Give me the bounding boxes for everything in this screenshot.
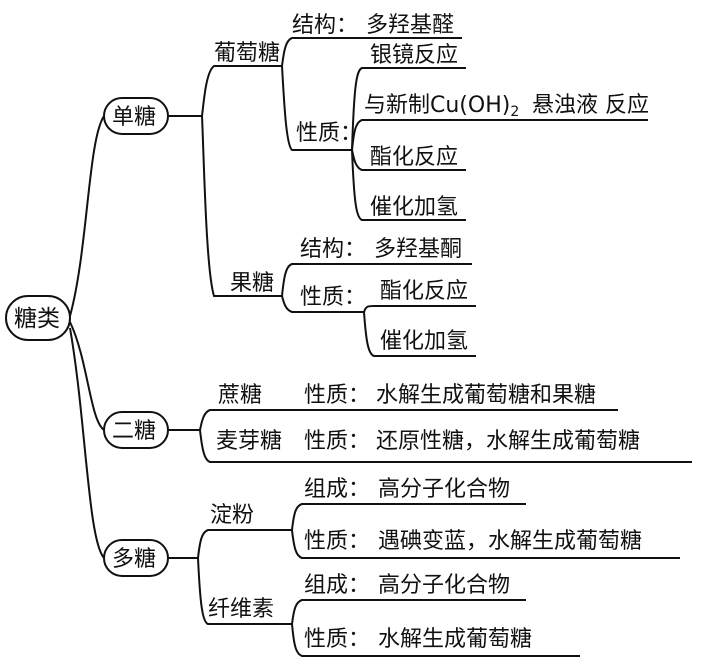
starch-property-label: 性质：: [304, 529, 370, 554]
cellulose-property-line: [291, 623, 580, 657]
mono-label: 单糖: [112, 105, 156, 130]
glucose-structure-line: [281, 37, 462, 67]
di-label: 二糖: [112, 419, 156, 444]
glucose-prop-branch-4: [351, 149, 466, 221]
glucose-structure-value: 多羟基醛: [366, 13, 454, 38]
poly-label: 多糖: [112, 547, 156, 572]
cellulose-composition-line: [291, 599, 526, 625]
sucrose-line: [199, 409, 618, 431]
fructose-structure-value: 多羟基酮: [374, 237, 462, 262]
branch-root-poly: [69, 327, 105, 559]
fructose-prop-branch-1: [363, 305, 476, 313]
fructose-prop-hydrogenation: 催化加氢: [380, 329, 468, 354]
fructose-property-line: [281, 295, 364, 313]
starch-composition-label: 组成：: [304, 477, 370, 502]
glucose-prop-cuoh2-prefix: 与新制: [364, 93, 430, 118]
cellulose-composition-label: 组成：: [304, 573, 370, 598]
sucrose-property-value: 水解生成葡萄糖和果糖: [376, 383, 596, 408]
sucrose-label: 蔗糖: [218, 383, 262, 408]
glucose-prop-cuoh2-formula: Cu(OH)2: [430, 93, 519, 120]
starch-branch-line: [197, 529, 292, 559]
fructose-prop-esterification: 酯化反应: [380, 279, 468, 304]
glucose-property-line: [281, 65, 352, 151]
glucose-prop-cuoh2-suffix: 悬浊液 反应: [532, 93, 649, 118]
fructose-structure-line: [281, 263, 472, 297]
branch-root-di: [69, 321, 105, 431]
sucrose-property-label: 性质：: [304, 383, 370, 408]
glucose-property-label: 性质：: [296, 121, 362, 146]
glucose-prop-branch-2: [351, 119, 648, 151]
glucose-prop-silver-mirror: 银镜反应: [370, 43, 458, 68]
fructose-label: 果糖: [230, 271, 274, 296]
fructose-branch-line: [201, 115, 282, 297]
root-label: 糖类: [14, 306, 60, 332]
glucose-label: 葡萄糖: [214, 41, 280, 66]
cellulose-property-value: 水解生成葡萄糖: [378, 627, 532, 652]
glucose-prop-hydrogenation: 催化加氢: [370, 195, 458, 220]
maltose-line: [199, 429, 692, 463]
glucose-prop-esterification: 酯化反应: [370, 145, 458, 170]
root-node-box: [5, 295, 71, 341]
glucose-structure-label: 结构：: [292, 13, 358, 38]
fructose-structure-label: 结构：: [300, 237, 366, 262]
fructose-property-label: 性质：: [300, 285, 366, 310]
starch-property-line: [291, 529, 680, 559]
starch-composition-line: [291, 503, 526, 531]
starch-composition-value: 高分子化合物: [378, 477, 510, 502]
starch-property-value: 遇碘变蓝，水解生成葡萄糖: [378, 529, 642, 554]
glucose-branch-line: [201, 65, 282, 117]
fructose-prop-branch-2: [363, 311, 476, 357]
cellulose-property-label: 性质：: [304, 627, 370, 652]
maltose-label: 麦芽糖: [216, 429, 282, 454]
cellulose-composition-value: 高分子化合物: [378, 573, 510, 598]
starch-label: 淀粉: [210, 503, 254, 528]
maltose-property-value: 还原性糖，水解生成葡萄糖: [376, 429, 640, 454]
cellulose-label: 纤维素: [208, 597, 274, 622]
cellulose-branch-line: [197, 557, 292, 625]
maltose-property-label: 性质：: [304, 429, 370, 454]
glucose-prop-branch-1: [351, 67, 466, 151]
branch-root-mono: [69, 115, 105, 317]
